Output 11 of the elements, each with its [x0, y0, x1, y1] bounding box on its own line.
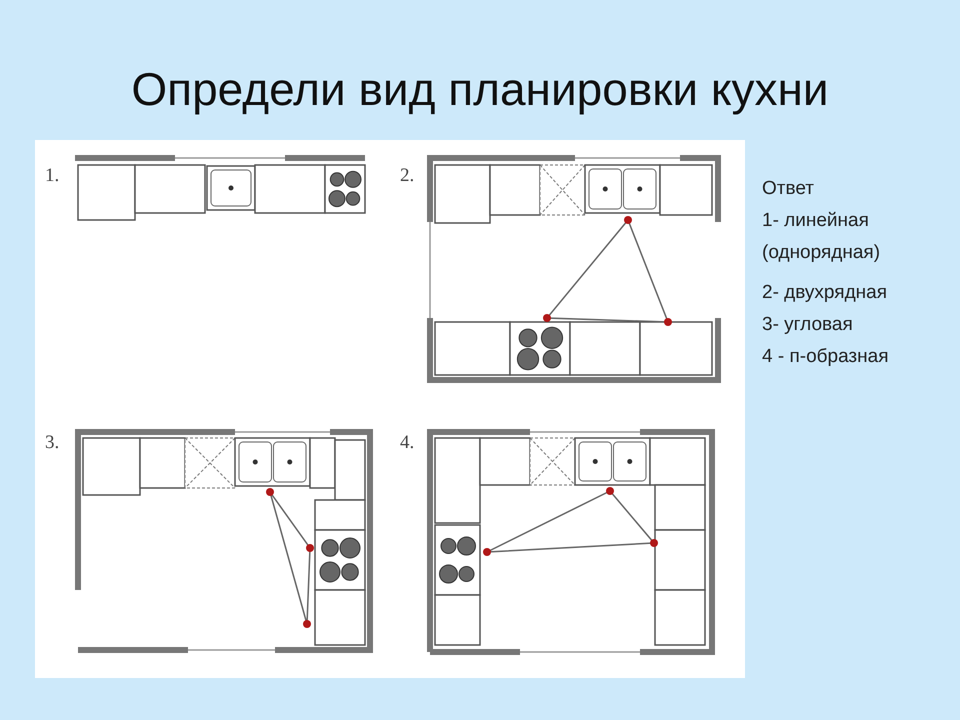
answer-text: (однорядная) — [762, 242, 880, 264]
answer-text: 2- двухрядная — [762, 282, 888, 304]
answer-text: 3- угловая — [762, 314, 853, 336]
plan-number: 4. — [400, 432, 414, 454]
title: Определи вид планировки кухни — [130, 62, 830, 116]
plan-number: 3. — [45, 432, 60, 454]
plan-number: 2. — [400, 165, 414, 187]
answer-text: Ответ — [762, 178, 814, 200]
plan-number: 1. — [45, 165, 60, 187]
answer-text: 1- линейная — [762, 210, 869, 232]
answer-text: 4 - п-образная — [762, 346, 888, 368]
